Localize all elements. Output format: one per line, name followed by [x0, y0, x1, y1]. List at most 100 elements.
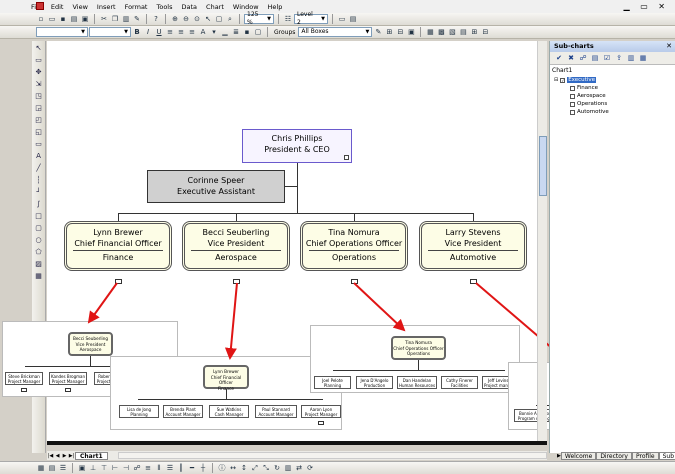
menu-insert[interactable]: Insert — [96, 2, 116, 11]
font-combo[interactable]: ▼ — [36, 27, 88, 37]
branch-4-icon[interactable]: ⊣ — [122, 464, 130, 472]
subchart-finance[interactable]: Lynn Brewer Chief Financial Officer Fina… — [110, 356, 342, 430]
level-icon[interactable]: ☷ — [284, 15, 292, 23]
layout-icon[interactable]: ⊞ — [471, 28, 478, 36]
tree-layout-icon[interactable]: ☍ — [133, 464, 141, 472]
ellipse-icon[interactable]: ○ — [35, 236, 42, 244]
move-icon[interactable]: ✥ — [35, 68, 42, 76]
dotted-line-icon[interactable]: ┆ — [36, 176, 41, 184]
scroll-thumb[interactable] — [539, 136, 547, 196]
collapse-icon[interactable] — [344, 155, 349, 160]
rows-icon[interactable]: ☰ — [166, 464, 174, 472]
delete-icon[interactable]: ✖ — [568, 54, 574, 62]
tree-item-finance[interactable]: Finance — [550, 84, 675, 92]
layout-2-icon[interactable]: ⊟ — [482, 28, 489, 36]
subchart-icon[interactable] — [21, 388, 27, 392]
next-sheet-icon[interactable]: ▶ — [62, 452, 67, 459]
align-center-icon[interactable]: ≡ — [178, 28, 184, 36]
border-icon[interactable]: ▢ — [254, 28, 262, 36]
cross-icon[interactable]: ┼ — [200, 464, 206, 472]
menu-chart[interactable]: Chart — [206, 2, 224, 11]
help-icon[interactable]: ? — [154, 15, 158, 23]
open-icon[interactable]: ▭ — [48, 15, 56, 23]
assistant-box[interactable]: Corinne Speer Executive Assistant — [147, 170, 285, 203]
vertical-icon[interactable]: ┃ — [178, 464, 184, 472]
box-tool-icon[interactable]: ▭ — [35, 140, 42, 148]
info-icon[interactable]: ⓘ — [218, 464, 226, 472]
paste-icon[interactable]: ▥ — [122, 15, 130, 23]
first-sheet-icon[interactable]: |◀ — [47, 452, 54, 459]
last-sheet-icon[interactable]: ▶| — [68, 452, 75, 459]
box-style-icon[interactable]: ▦ — [427, 28, 434, 36]
fill-color-icon[interactable]: ▾ — [212, 28, 216, 36]
tab-profile[interactable]: Profile — [631, 451, 659, 460]
ceo-box[interactable]: Chris Phillips President & CEO — [242, 129, 352, 163]
folder-icon[interactable]: ▭ — [338, 15, 346, 23]
branch-icon[interactable]: ⊥ — [89, 464, 97, 472]
subordinate-icon[interactable]: ⇲ — [35, 80, 42, 88]
vp-box-operations[interactable]: Tina Nomura Chief Operations Officer Ope… — [300, 221, 408, 271]
underline-icon[interactable]: U — [156, 28, 162, 36]
line-tool-icon[interactable]: ╱ — [36, 164, 41, 172]
layout-tool-icon[interactable]: ▣ — [78, 464, 86, 472]
columns-icon[interactable]: ⫴ — [157, 463, 161, 472]
save-icon[interactable]: ▪ — [60, 15, 66, 23]
checkbox-icon[interactable]: ✓ — [560, 77, 566, 83]
rotate-icon[interactable]: ⟳ — [307, 464, 313, 472]
distribute-icon[interactable]: ☰ — [59, 464, 67, 472]
layout-options-icon[interactable]: ▥ — [284, 464, 292, 472]
book-icon[interactable]: ▦ — [639, 54, 647, 62]
subchart-icon[interactable] — [115, 279, 122, 284]
photo-icon[interactable]: ▧ — [449, 28, 456, 36]
export-icon[interactable]: ⇪ — [616, 54, 622, 62]
collapse-icon[interactable]: ⊟ — [554, 77, 559, 83]
subchart-icon[interactable] — [65, 388, 71, 392]
align-right-icon[interactable]: ≡ — [189, 28, 195, 36]
tree-root[interactable]: ⊟ ✓ Executive — [550, 76, 675, 84]
pointer-icon[interactable]: ↖ — [205, 15, 211, 23]
expand-icon[interactable]: ⤢ — [252, 463, 258, 472]
stack-icon[interactable]: ≡ — [145, 464, 151, 472]
new-icon[interactable]: ▫ — [38, 15, 44, 23]
curve-icon[interactable]: ∫ — [36, 200, 41, 208]
prev-sheet-icon[interactable]: ◀ — [55, 452, 60, 459]
tab-directory[interactable]: Directory — [596, 451, 632, 460]
group-select-icon[interactable]: ▣ — [408, 28, 415, 36]
subchart-head[interactable]: Lynn Brewer Chief Financial Officer Fina… — [203, 365, 249, 391]
box-fill-icon[interactable]: ▩ — [438, 28, 445, 36]
menu-format[interactable]: Format — [124, 2, 148, 11]
collapse-all-icon[interactable]: ⤡ — [263, 463, 269, 472]
line-style-icon[interactable]: ≣ — [233, 28, 239, 36]
tree-icon[interactable]: ☍ — [579, 54, 587, 62]
panel-tabs-prev-icon[interactable]: ▶ — [557, 452, 561, 459]
rectangle-icon[interactable]: □ — [35, 212, 42, 220]
text-tool-icon[interactable]: A — [36, 152, 41, 160]
font-size-combo[interactable]: ▼ — [89, 27, 131, 37]
tree-item-aerospace[interactable]: Aerospace — [550, 92, 675, 100]
branch-3-icon[interactable]: ⊢ — [111, 464, 119, 472]
checkbox-icon[interactable] — [570, 85, 575, 91]
picture-icon[interactable]: ▨ — [35, 260, 42, 268]
menu-window[interactable]: Window — [232, 2, 259, 11]
vp-box-aerospace[interactable]: Becci Seuberling Vice President Aerospac… — [182, 221, 290, 271]
print-icon[interactable]: ▤ — [70, 15, 78, 23]
shadow-icon[interactable]: ▪ — [244, 28, 250, 36]
grid-icon[interactable]: ▦ — [37, 464, 45, 472]
font-color-icon[interactable]: A — [200, 28, 206, 36]
polygon-icon[interactable]: ⬠ — [35, 248, 42, 256]
vp-box-automotive[interactable]: Larry Stevens Vice President Automotive — [419, 221, 527, 271]
subchart-icon[interactable] — [318, 421, 324, 425]
spacing-2-icon[interactable]: ↕ — [241, 464, 247, 472]
tab-chart1[interactable]: Chart1 — [75, 451, 108, 460]
horizontal-scrollbar[interactable] — [117, 452, 547, 459]
subchart-head[interactable]: Becci Seuberling Vice President Aerospac… — [68, 332, 113, 356]
properties-icon[interactable]: ▥ — [627, 54, 635, 62]
checkbox-icon[interactable] — [570, 109, 575, 115]
select-arrow-icon[interactable]: ↖ — [35, 44, 42, 52]
